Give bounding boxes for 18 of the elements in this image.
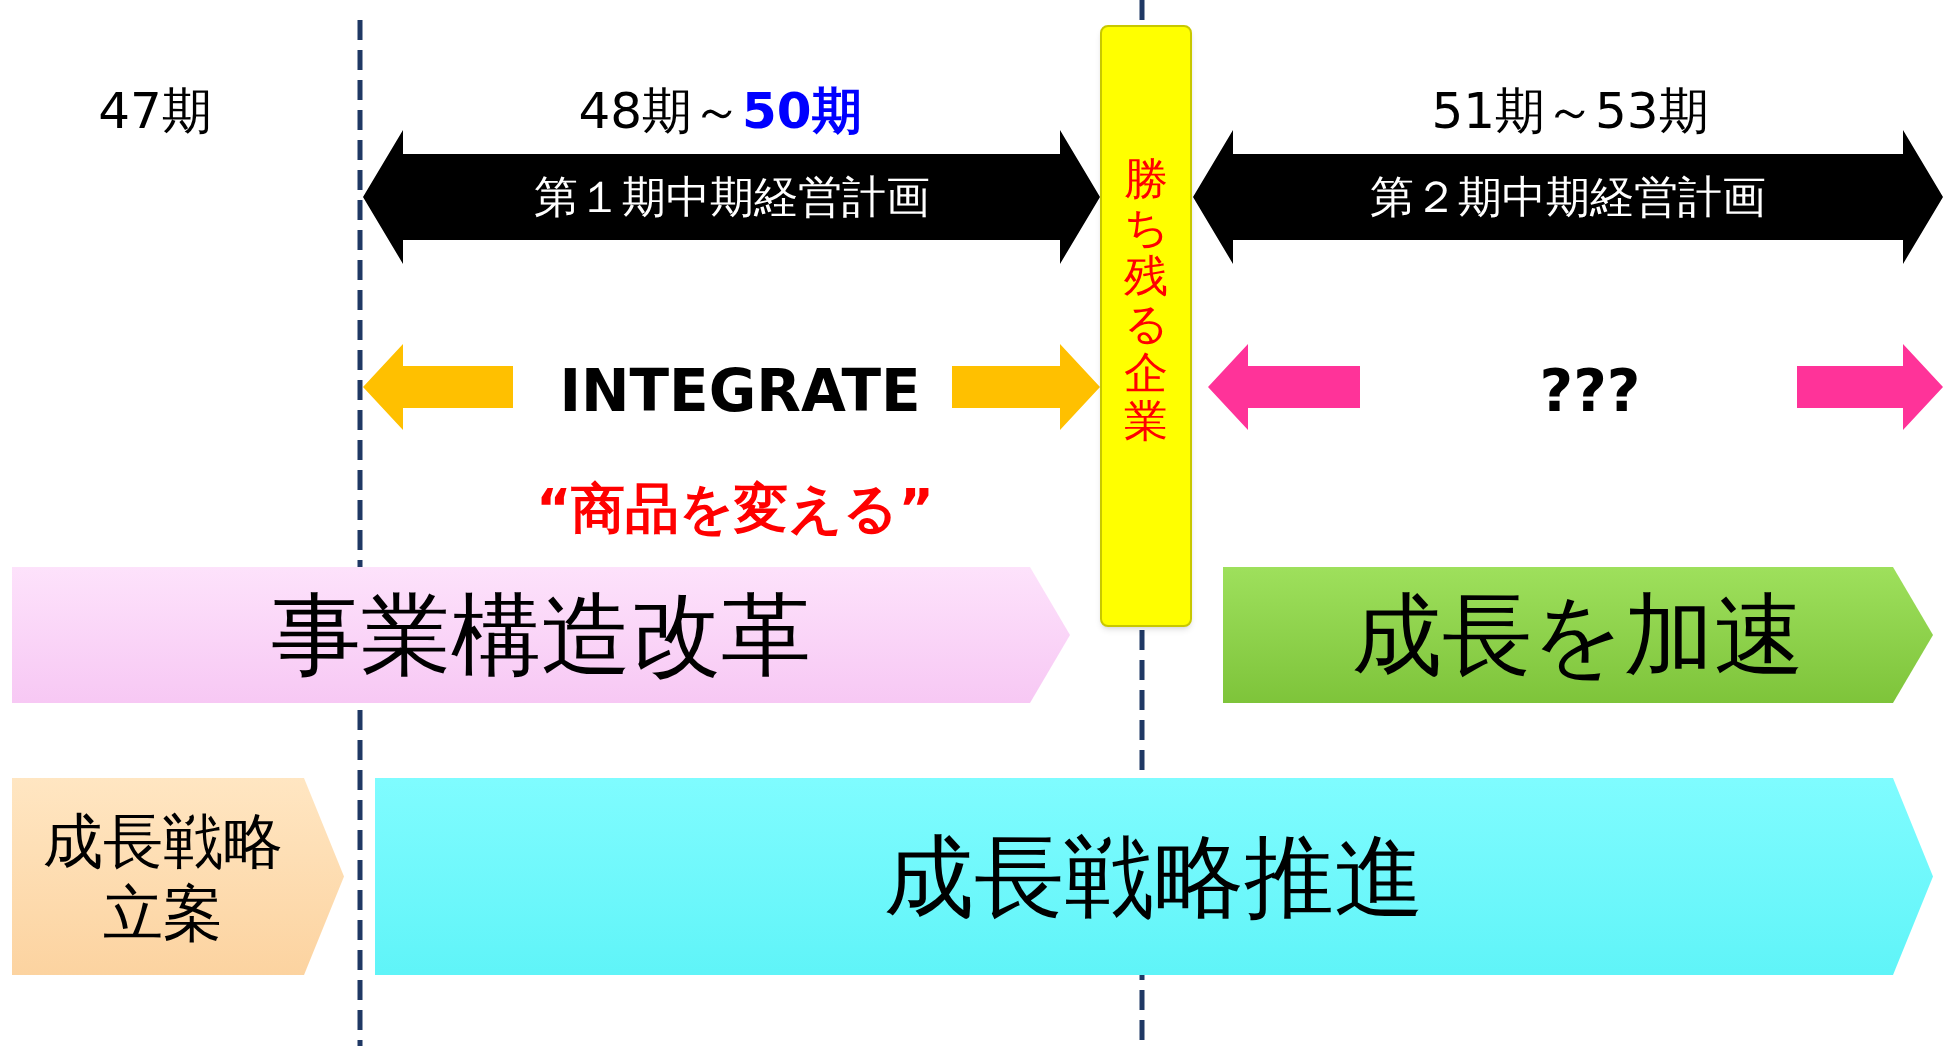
arrow-text: 第２期中期経営計画	[1370, 175, 1766, 219]
arrow-banner	[1223, 567, 1933, 703]
period-label: 51期～53期	[1430, 81, 1710, 142]
arrow-text: 第１期中期経営計画	[533, 175, 930, 219]
banner-text: 成長を加速	[1352, 590, 1804, 680]
arrow-banner	[375, 778, 1933, 975]
period-label: 48期～50期	[577, 81, 863, 142]
banner-text: 成長戦略推進	[884, 831, 1424, 922]
period-label: 47期	[97, 81, 213, 142]
vertical-text: 勝ち残る企業	[1124, 155, 1168, 446]
slogan-text: “商品を変える”	[535, 476, 935, 542]
arrow-banner	[12, 778, 344, 975]
banner-text: 成長戦略立案	[42, 804, 284, 949]
vertical-banner	[1100, 25, 1192, 627]
theme-label: INTEGRATE	[558, 356, 922, 427]
banner-text: 事業構造改革	[271, 590, 811, 680]
arrow-banner	[12, 567, 1070, 703]
theme-label: ???	[1538, 356, 1642, 427]
